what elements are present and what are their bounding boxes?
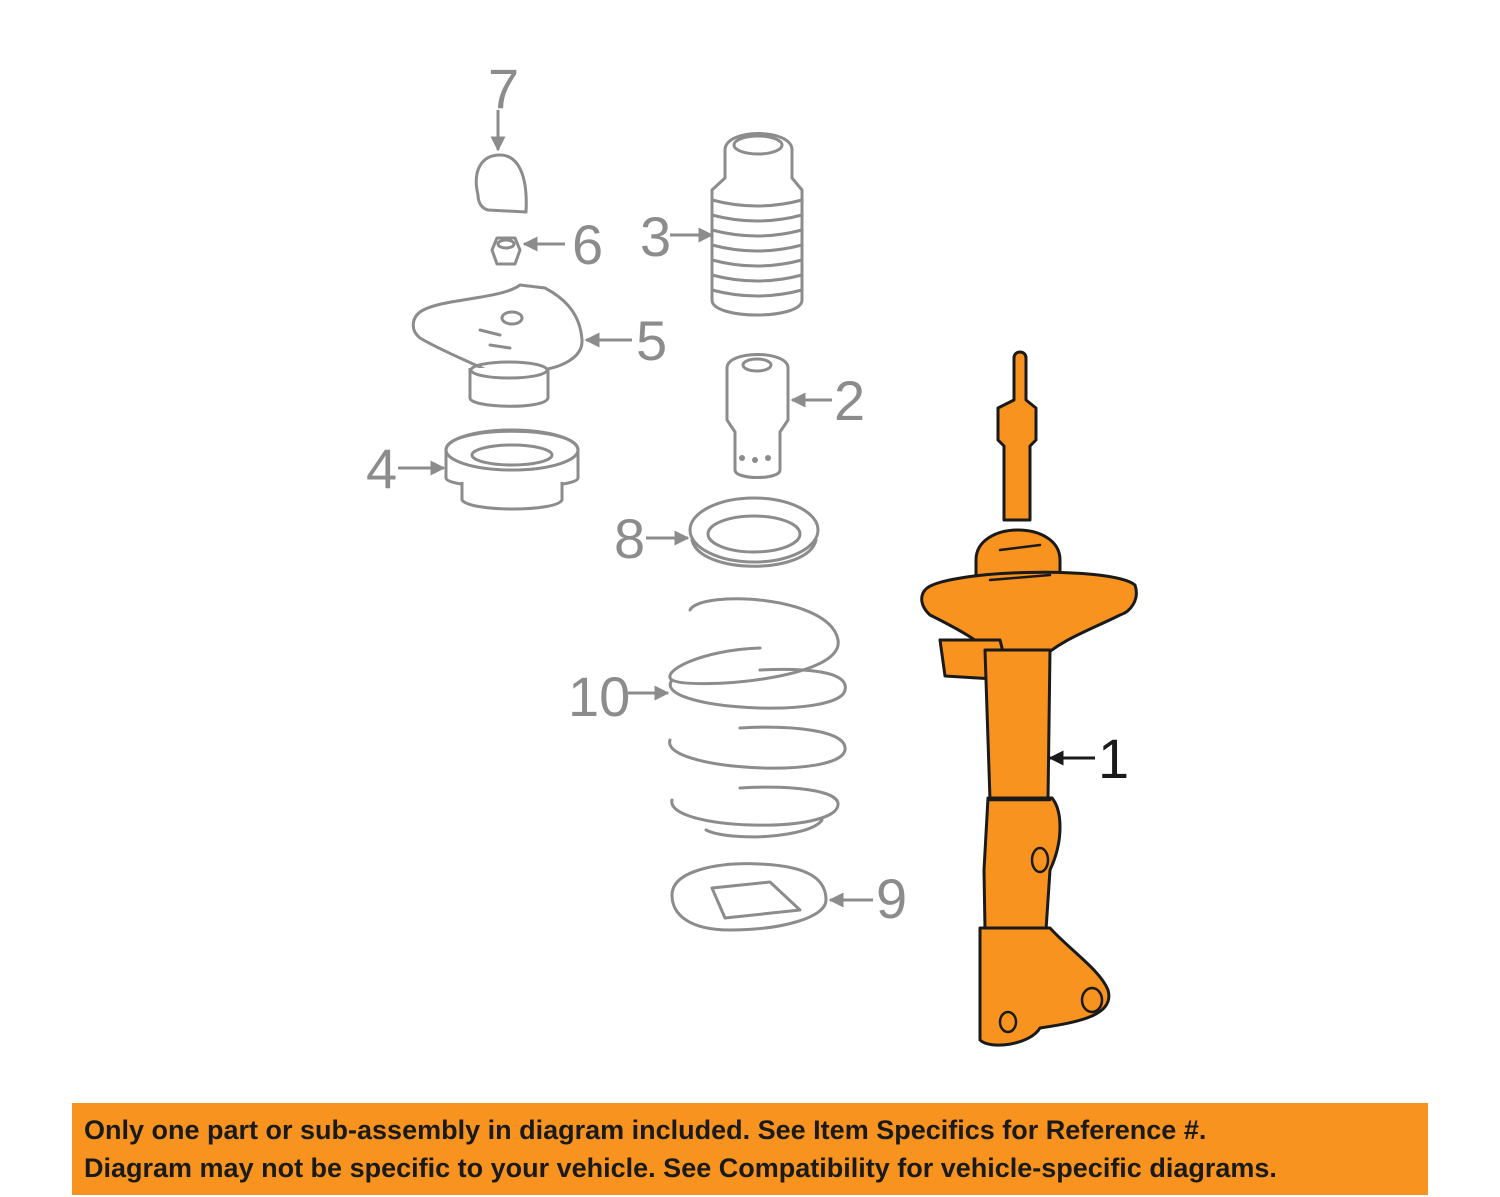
part-9-lower-isolator [670,862,828,932]
suspension-exploded-diagram: 7 6 3 5 2 4 8 10 9 1 [366,57,1138,1047]
callout-8: 8 [614,507,645,570]
callout-4: 4 [366,437,397,500]
callout-10: 10 [568,665,630,728]
part-1-strut-assembly [920,350,1138,1047]
callout-7: 7 [488,57,519,120]
part-7-cap [474,153,528,214]
part-3-dust-boot [710,132,804,317]
part-5-upper-mount [411,283,584,408]
part-4-isolator [444,428,580,511]
disclaimer-banner: Only one part or sub-assembly in diagram… [72,1103,1428,1195]
callout-5: 5 [636,309,667,372]
disclaimer-line-1: Only one part or sub-assembly in diagram… [84,1115,1207,1145]
callout-6: 6 [572,213,603,276]
part-6-nut [490,236,522,266]
callout-3: 3 [640,205,671,268]
callout-2: 2 [834,369,865,432]
callout-9: 9 [876,867,907,930]
part-2-bump-stop [725,353,790,479]
part-8-spring-seat [688,496,820,568]
disclaimer-line-2: Diagram may not be specific to your vehi… [84,1153,1277,1183]
callout-1: 1 [1098,727,1129,790]
part-10-coil-spring [668,597,847,839]
